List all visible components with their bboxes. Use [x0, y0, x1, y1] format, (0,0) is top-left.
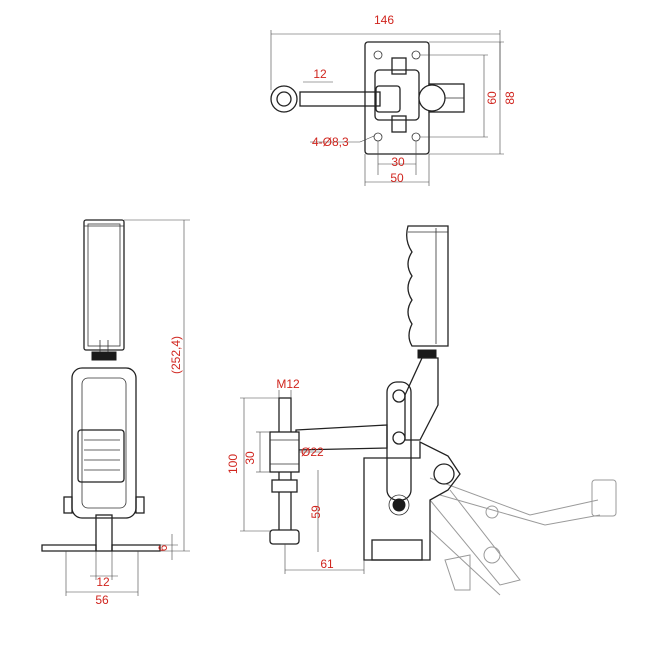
dim-holes: 4-Ø8,3 — [312, 135, 349, 149]
side-pivot — [392, 431, 406, 445]
top-pivot-block — [391, 115, 407, 133]
top-spindle-inner — [276, 91, 292, 107]
dim-overall-height: (252,4) — [169, 336, 183, 374]
end-view: (252,4) 12 56 6 — [41, 219, 190, 607]
side-pivot-large — [433, 463, 455, 485]
dim-base-thickness: 6 — [156, 544, 170, 551]
side-nut — [269, 431, 300, 473]
side-handle-grip — [406, 225, 449, 347]
dim-bar-width: 12 — [96, 575, 110, 589]
end-handle-grip — [83, 219, 125, 351]
dim-base-width: 50 — [390, 171, 404, 185]
dim-hole-pitch-x: 30 — [391, 155, 405, 169]
side-pivot-ring — [388, 494, 410, 516]
side-view-open-position — [429, 477, 617, 596]
end-center-bar — [95, 514, 113, 552]
ghost-spindle — [444, 554, 471, 591]
ghost-arm — [429, 477, 599, 516]
top-handle-knob — [418, 84, 446, 112]
side-spindle-pad — [269, 529, 300, 545]
dim-thread: M12 — [276, 377, 300, 391]
side-body — [363, 440, 461, 561]
end-body — [71, 367, 137, 519]
end-base-left — [41, 544, 97, 552]
top-arm-clevis — [375, 85, 401, 113]
top-pivot-block — [391, 57, 407, 75]
ghost-link — [429, 489, 521, 586]
side-lever — [404, 357, 439, 441]
dim-base-length: 88 — [503, 91, 517, 105]
dim-spindle-height: 59 — [309, 505, 323, 519]
side-pivot-bolt — [392, 498, 406, 512]
side-upper-link — [386, 381, 412, 501]
mounting-hole — [411, 50, 421, 60]
ghost-handle — [591, 479, 617, 517]
top-spindle-outer — [270, 85, 298, 113]
end-body-inner — [81, 377, 127, 509]
dim-reach: 61 — [320, 557, 334, 571]
dim-arm-width: 12 — [313, 67, 327, 81]
side-pivot — [392, 389, 406, 403]
end-handle-collar — [91, 351, 117, 361]
dim-travel: 100 — [226, 454, 240, 474]
ghost-line — [429, 529, 501, 596]
side-handle-collar — [417, 349, 437, 359]
mounting-hole — [411, 132, 421, 142]
ghost-pivot — [483, 546, 501, 564]
end-handle-inner — [87, 223, 121, 347]
side-base — [371, 539, 423, 561]
ghost-arm — [439, 494, 601, 526]
top-view: 146 12 4-Ø8,3 30 50 60 88 — [270, 13, 517, 186]
top-arm — [299, 91, 381, 107]
end-linkage — [77, 429, 125, 483]
dim-overall-length: 146 — [374, 13, 394, 27]
ghost-pivot — [485, 505, 499, 519]
dim-nut-height: 30 — [243, 451, 257, 465]
dim-hole-pitch-y: 60 — [485, 91, 499, 105]
mounting-hole — [373, 132, 383, 142]
mounting-hole — [373, 50, 383, 60]
end-side-pin — [135, 496, 145, 514]
end-base-right — [111, 544, 161, 552]
leader-line — [359, 135, 375, 143]
side-lock-nut — [271, 479, 298, 493]
dim-base-width: 56 — [95, 593, 109, 607]
end-side-pin — [63, 496, 73, 514]
side-view: M12 100 30 Ø22 59 61 — [226, 225, 617, 596]
dim-nut-diameter: Ø22 — [301, 445, 324, 459]
